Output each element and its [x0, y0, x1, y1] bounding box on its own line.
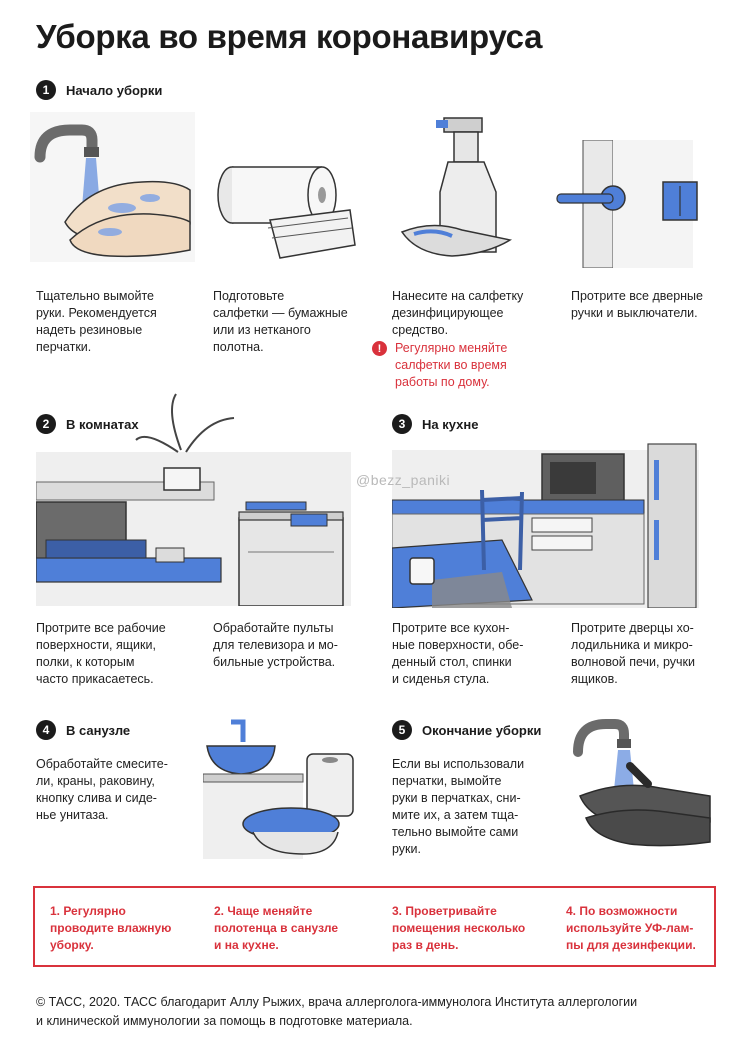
warning-note: ! Регулярно меняйте салфетки во время ра… [372, 340, 507, 391]
section-5-header: 5 Окончание уборки [392, 720, 541, 740]
spray-bottle-illustration [400, 117, 513, 257]
section-label: В санузле [66, 722, 131, 738]
section-label: В комнатах [66, 416, 139, 432]
kitchen-illustration [392, 443, 699, 608]
section-number: 2 [36, 414, 56, 434]
section-3-header: 3 На кухне [392, 414, 478, 434]
gloved-hands-illustration [573, 719, 711, 847]
section-2-header: 2 В комнатах [36, 414, 139, 434]
section-number: 3 [392, 414, 412, 434]
paper-towels-illustration [217, 166, 356, 259]
tip-2: 2. Чаще меняйте полотенца в санузле и на… [214, 904, 339, 952]
page-title: Уборка во время коронавируса [36, 18, 543, 55]
tip-3: 3. Проветривайте помещения несколько раз… [392, 904, 526, 952]
warning-icon: ! [372, 341, 387, 356]
step-finish-text: Если вы использовали перчатки, вымойте р… [392, 757, 525, 856]
watermark: @bezz_paniki [356, 472, 451, 488]
step-fridge-doors-text: Протрите дверцы хо- лодильника и микро- … [571, 621, 696, 686]
step-apply-disinfectant-text: Нанесите на салфетку дезинфицирующее сре… [392, 289, 524, 337]
bathroom-illustration [203, 719, 354, 859]
section-number: 4 [36, 720, 56, 740]
tips-box: 1. Регулярно проводите влажную уборку. 2… [33, 886, 716, 967]
section-1-header: 1 Начало уборки [36, 80, 162, 100]
step-kitchen-surfaces-text: Протрите все кухон- ные поверхности, обе… [392, 621, 524, 686]
door-handle-illustration [556, 140, 698, 268]
tip-4: 4. По возможности используйте УФ-лам- пы… [566, 904, 696, 952]
section-label: Начало уборки [66, 82, 163, 98]
step-wash-hands-text: Тщательно вымойте руки. Рекомендуется на… [36, 289, 157, 354]
step-remotes-text: Обработайте пульты для телевизора и мо- … [213, 621, 338, 669]
hand-washing-illustration [30, 112, 195, 262]
room-illustration [36, 393, 351, 606]
section-number: 1 [36, 80, 56, 100]
step-door-handles-text: Протрите все дверные ручки и выключатели… [571, 289, 703, 320]
section-label: На кухне [422, 416, 479, 432]
section-number: 5 [392, 720, 412, 740]
footer-credits: © ТАСС, 2020. ТАСС благодарит Аллу Рыжих… [36, 995, 638, 1028]
step-prepare-wipes-text: Подготовьте салфетки — бумажные или из н… [213, 289, 348, 354]
step-rooms-surfaces-text: Протрите все рабочие поверхности, ящики,… [36, 621, 166, 686]
section-4-header: 4 В санузле [36, 720, 130, 740]
section-label: Окончание уборки [422, 722, 542, 738]
warning-text: Регулярно меняйте салфетки во время рабо… [395, 341, 508, 389]
tip-1: 1. Регулярно проводите влажную уборку. [50, 904, 172, 952]
step-bathroom-text: Обработайте смесите- ли, краны, раковину… [36, 757, 168, 822]
